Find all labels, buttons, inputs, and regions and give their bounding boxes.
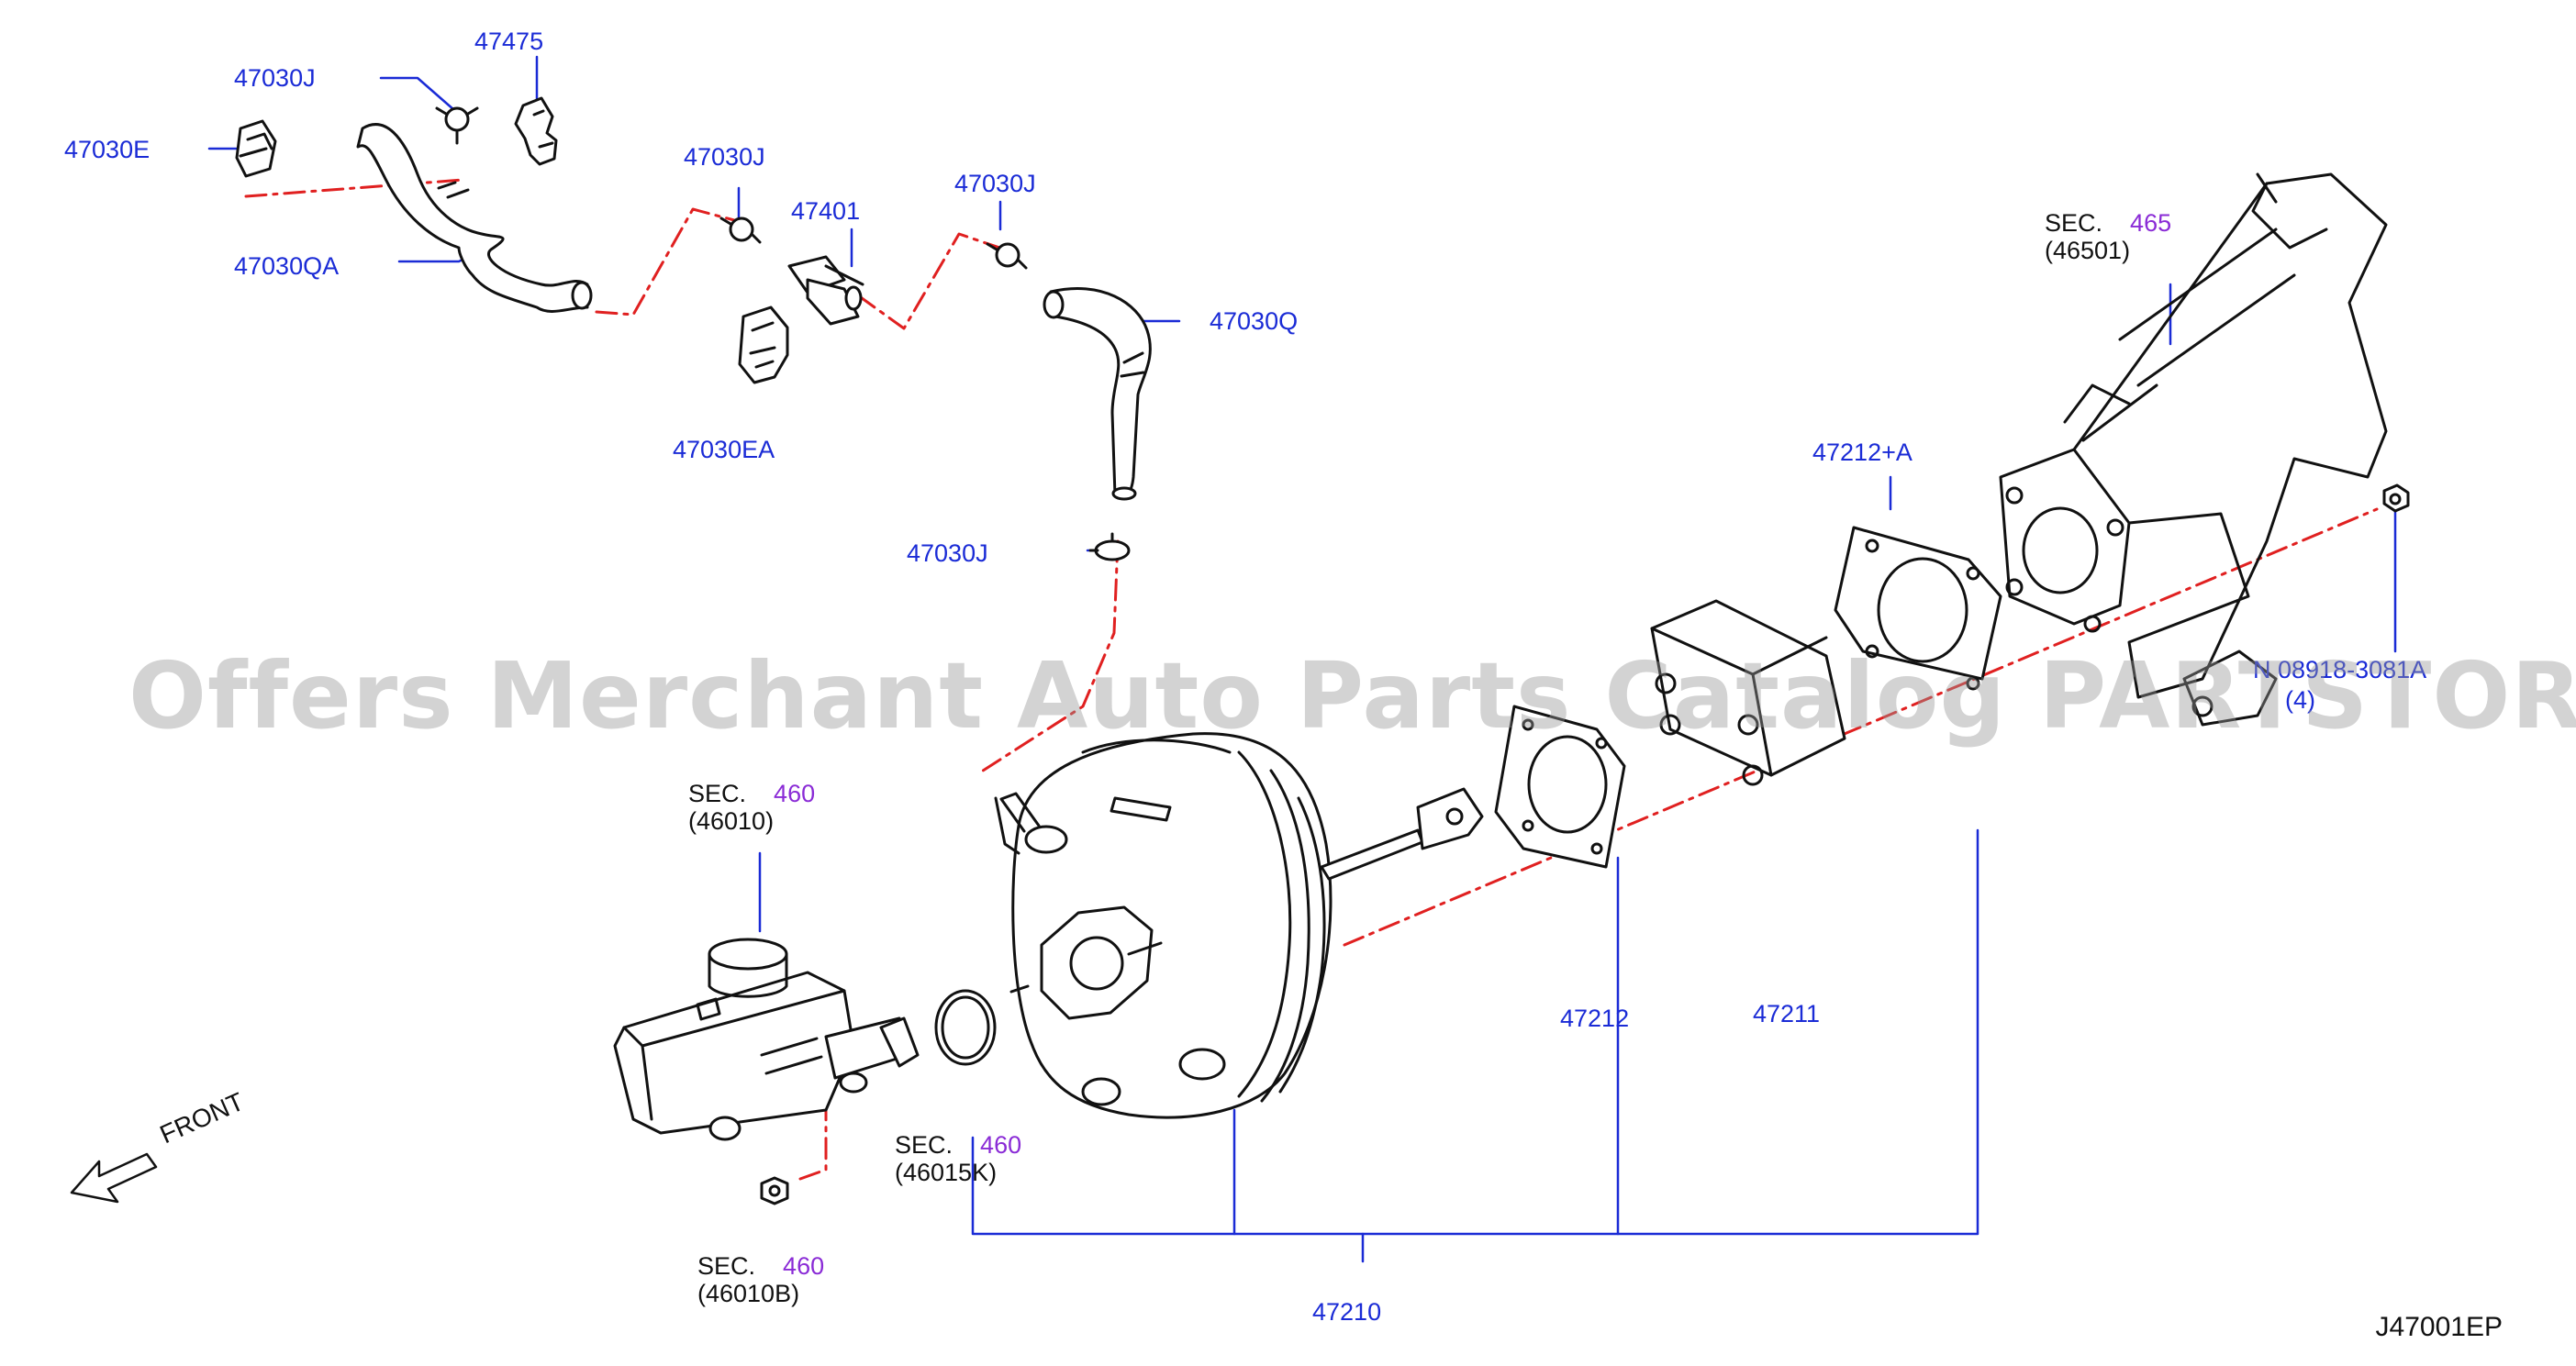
watermark: Offers Merchant Auto Parts Catalog PARTS… — [128, 642, 2576, 750]
clip-47030E — [235, 119, 277, 178]
label-47030QA: 47030QA — [234, 252, 340, 280]
hose-47030QA — [356, 123, 593, 313]
label-47030J-top: 47030J — [234, 64, 316, 92]
label-47212A: 47212+A — [1812, 439, 1912, 466]
section-460-mc-num: 460 — [774, 780, 816, 807]
nut-46010B — [760, 1176, 789, 1205]
section-460-oring-code: (46015K) — [895, 1159, 998, 1186]
section-460-oring-prefix: SEC. — [895, 1131, 953, 1159]
pedal-bracket — [1999, 172, 2388, 727]
clamp-47030J-mid1 — [719, 217, 762, 244]
label-47030J-mid1: 47030J — [684, 143, 765, 171]
section-460-mc-code: (46010) — [688, 807, 775, 835]
label-47211: 47211 — [1753, 1000, 1821, 1027]
label-47475: 47475 — [474, 28, 544, 55]
diagram-code: J47001EP — [2375, 1312, 2503, 1342]
section-460-nut: SEC. 460 (46010B) — [697, 1252, 824, 1307]
label-47212: 47212 — [1560, 1005, 1630, 1032]
clamp-47030J-low — [1088, 532, 1131, 561]
section-465-code: (46501) — [2045, 237, 2131, 264]
label-47030E: 47030E — [64, 136, 151, 163]
label-nut-08918: N 08918-3081A — [2253, 656, 2427, 683]
spacer-block — [1650, 599, 1846, 786]
pushrod-clevis — [1320, 787, 1484, 881]
section-460-nut-code: (46010B) — [697, 1280, 800, 1307]
label-47401: 47401 — [791, 197, 861, 225]
o-ring — [934, 989, 997, 1066]
section-460-nut-prefix: SEC. — [697, 1252, 756, 1280]
label-47030EA: 47030EA — [673, 436, 775, 463]
clamp-47030J-mid2 — [986, 242, 1028, 270]
gasket-47212 — [1494, 705, 1626, 869]
hose-47030Q — [1043, 287, 1152, 501]
gasket-47212A — [1834, 526, 2002, 691]
bracket-47030EA — [738, 305, 789, 384]
section-460-oring-num: 460 — [980, 1131, 1022, 1159]
master-cylinder — [613, 938, 920, 1141]
section-460-master-cylinder: SEC. 460 (46010) — [688, 780, 815, 835]
label-nut-qty: (4) — [2285, 686, 2315, 714]
label-47030Q: 47030Q — [1210, 307, 1299, 335]
brake-booster-47211 — [994, 732, 1333, 1119]
label-47030J-low: 47030J — [907, 539, 988, 567]
section-465-prefix: SEC. — [2045, 209, 2103, 237]
nut-08918 — [2382, 483, 2410, 513]
section-460-nut-num: 460 — [783, 1252, 825, 1280]
check-valve-47401 — [787, 255, 864, 326]
clamp-47030J-top — [435, 106, 479, 145]
connector-47475 — [514, 96, 558, 166]
section-460-o-ring: SEC. 460 (46015K) — [895, 1131, 1021, 1186]
label-47030J-mid2: 47030J — [954, 170, 1036, 197]
section-465: SEC. 465 (46501) — [2045, 209, 2171, 264]
label-47210: 47210 — [1312, 1298, 1382, 1326]
section-460-mc-prefix: SEC. — [688, 780, 747, 807]
section-465-num: 465 — [2130, 209, 2172, 237]
front-arrow-icon — [70, 1152, 158, 1204]
